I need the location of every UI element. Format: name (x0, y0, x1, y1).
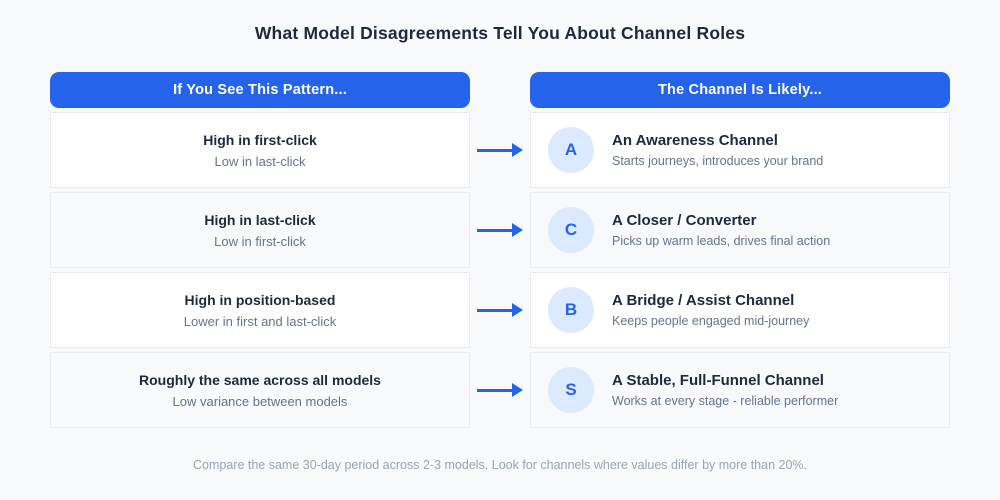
pattern-card-first-click: High in first-click Low in last-click (50, 112, 470, 188)
arrow-right-icon (477, 302, 523, 318)
pattern-subtitle: Lower in first and last-click (183, 313, 337, 329)
channel-column: The Channel Is Likely... A An Awareness … (530, 72, 950, 428)
channel-badge-b: B (548, 287, 594, 333)
pattern-subtitle: Low variance between models (172, 393, 348, 409)
channel-title: An Awareness Channel (612, 132, 778, 149)
pattern-column-header: If You See This Pattern... (50, 72, 470, 108)
pattern-title: Roughly the same across all models (139, 371, 381, 388)
arrow-head (512, 383, 523, 397)
arrow-head (512, 223, 523, 237)
channel-subtitle: Works at every stage - reliable performe… (612, 394, 839, 408)
page-title: What Model Disagreements Tell You About … (254, 23, 746, 43)
channel-card-awareness: A An Awareness Channel Starts journeys, … (530, 112, 950, 188)
arrow-line (477, 308, 512, 312)
pattern-title: High in position-based (184, 291, 336, 308)
channel-card-bridge: B A Bridge / Assist Channel Keeps people… (530, 272, 950, 348)
arrow-line (477, 388, 512, 392)
arrow-right-icon (477, 142, 523, 158)
footer-note: Compare the same 30-day period across 2-… (193, 458, 807, 472)
pattern-title: High in first-click (203, 131, 317, 148)
channel-text: A Bridge / Assist Channel Keeps people e… (612, 292, 809, 328)
channel-subtitle: Picks up warm leads, drives final action (612, 234, 831, 248)
pattern-subtitle: Low in last-click (214, 153, 306, 169)
channel-subtitle: Starts journeys, introduces your brand (612, 154, 824, 168)
pattern-title: High in last-click (204, 211, 316, 228)
channel-badge-s: S (548, 367, 594, 413)
pattern-subtitle: Low in first-click (214, 233, 306, 249)
channel-badge-c: C (548, 207, 594, 253)
pattern-card-same-across-models: Roughly the same across all models Low v… (50, 352, 470, 428)
arrow-line (477, 148, 512, 152)
arrow-head (512, 143, 523, 157)
pattern-rows: High in first-click Low in last-click Hi… (50, 112, 470, 428)
channel-title: A Closer / Converter (612, 212, 757, 229)
channel-text: An Awareness Channel Starts journeys, in… (612, 132, 823, 168)
arrow-head (512, 303, 523, 317)
channel-rows: A An Awareness Channel Starts journeys, … (530, 112, 950, 428)
arrow-right-icon (477, 382, 523, 398)
channel-column-header: The Channel Is Likely... (530, 72, 950, 108)
pattern-column: If You See This Pattern... High in first… (50, 72, 470, 428)
channel-badge-a: A (548, 127, 594, 173)
channel-title: A Stable, Full-Funnel Channel (612, 372, 824, 389)
arrow-line (477, 228, 512, 232)
pattern-card-position-based: High in position-based Lower in first an… (50, 272, 470, 348)
arrow-right-icon (477, 222, 523, 238)
channel-text: A Stable, Full-Funnel Channel Works at e… (612, 372, 838, 408)
channel-text: A Closer / Converter Picks up warm leads… (612, 212, 830, 248)
pattern-card-last-click: High in last-click Low in first-click (50, 192, 470, 268)
channel-card-closer: C A Closer / Converter Picks up warm lea… (530, 192, 950, 268)
channel-card-stable: S A Stable, Full-Funnel Channel Works at… (530, 352, 950, 428)
channel-title: A Bridge / Assist Channel (612, 292, 795, 309)
channel-subtitle: Keeps people engaged mid-journey (612, 314, 810, 328)
